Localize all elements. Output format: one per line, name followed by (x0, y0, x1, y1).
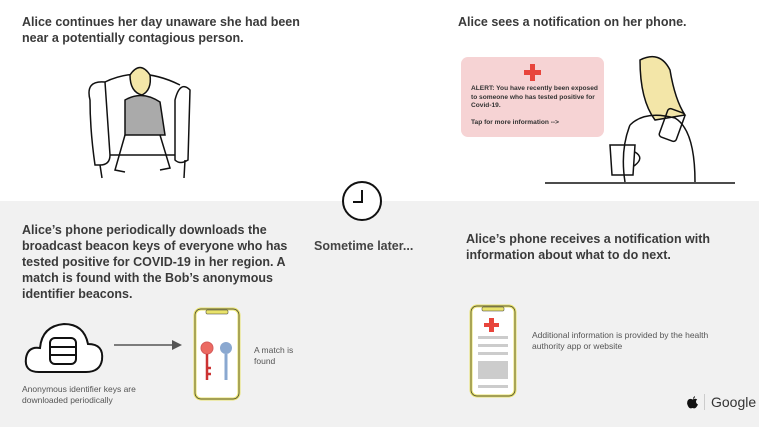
logo-divider (704, 394, 705, 410)
apple-logo-icon (687, 395, 698, 408)
blue-key-icon (220, 342, 232, 380)
red-cross-icon (524, 64, 541, 81)
google-logo: Google (711, 394, 757, 410)
phone-keys-illustration (193, 307, 241, 401)
exposure-alert-notification[interactable]: ALERT: You have recently been exposed to… (461, 57, 604, 137)
panel1-caption: Alice continues her day unaware she had … (22, 15, 300, 45)
alice-phone-illustration (545, 55, 735, 184)
red-key-icon (200, 341, 214, 380)
panel4-caption: Alice’s phone receives a notification wi… (466, 232, 711, 262)
cloud-label: Anonymous identifier keys are downloaded… (22, 384, 136, 405)
bottom-panel-background (0, 201, 759, 427)
apple-google-logos: Google (687, 394, 756, 410)
phone-info-illustration (469, 304, 517, 398)
panel2-caption: Alice sees a notification on her phone. (458, 15, 687, 29)
alice-armchair-illustration (88, 66, 191, 179)
clock-icon (342, 181, 382, 221)
cloud-database-icon (24, 322, 104, 373)
arrow-icon (114, 340, 182, 350)
match-label: A match is found (254, 345, 294, 366)
panel3-caption: Alice’s phone periodically downloads the… (22, 223, 288, 301)
alert-tap-link[interactable]: Tap for more information --> (471, 119, 559, 126)
info-label: Additional information is provided by th… (532, 330, 709, 351)
alert-text: ALERT: You have recently been exposed to… (471, 85, 598, 109)
sometime-later-label: Sometime later... (314, 239, 414, 253)
